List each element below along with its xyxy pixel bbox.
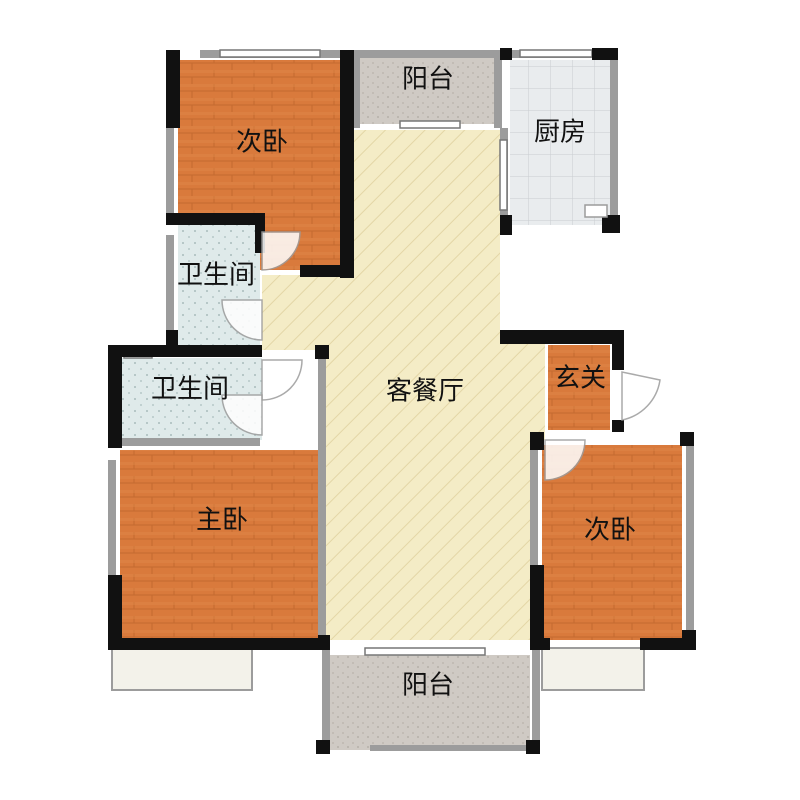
black-walls bbox=[108, 48, 696, 754]
label-bathroom-lower: 卫生间 bbox=[151, 375, 229, 405]
bay-window-right bbox=[541, 647, 645, 691]
kitchen-floor bbox=[510, 60, 610, 225]
balcony-top-floor bbox=[360, 52, 498, 124]
doors bbox=[221, 204, 661, 481]
bedroom-second-right-floor bbox=[542, 445, 682, 640]
label-kitchen: 厨房 bbox=[534, 118, 586, 148]
entrance-floor bbox=[548, 345, 610, 430]
label-bedroom-master: 主卧 bbox=[196, 506, 248, 536]
label-balcony-top: 阳台 bbox=[402, 65, 454, 95]
living-dining-floor bbox=[262, 130, 545, 640]
label-bathroom-upper: 卫生间 bbox=[177, 261, 255, 291]
label-entrance: 玄关 bbox=[554, 364, 606, 394]
label-bedroom-second-right: 次卧 bbox=[584, 516, 636, 546]
bay-window-left bbox=[111, 647, 253, 691]
bedroom-master-floor bbox=[120, 450, 320, 640]
balcony-bottom-floor bbox=[330, 655, 530, 750]
label-bedroom-second-top: 次卧 bbox=[236, 128, 288, 158]
label-balcony-bottom: 阳台 bbox=[402, 671, 454, 701]
label-living-dining: 客餐厅 bbox=[386, 377, 464, 407]
